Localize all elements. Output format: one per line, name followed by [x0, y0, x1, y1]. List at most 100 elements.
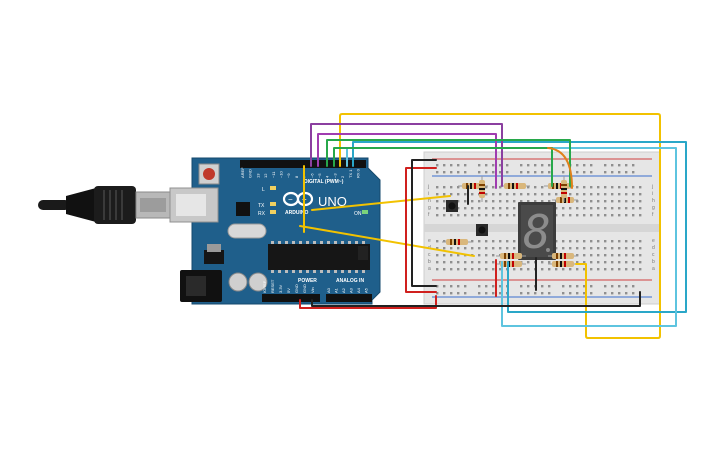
breadboard-hole	[590, 171, 593, 174]
power-jack-inner	[186, 276, 206, 296]
breadboard-hole	[492, 261, 495, 264]
breadboard-hole	[499, 186, 502, 189]
wire-yellow-loop[interactable]	[339, 113, 661, 339]
wire-green-2[interactable]	[333, 147, 553, 187]
breadboard-hole	[513, 200, 516, 203]
breadboard-hole	[639, 261, 642, 264]
resistor[interactable]	[500, 183, 530, 189]
resistor[interactable]	[561, 176, 567, 202]
breadboard-hole	[611, 247, 614, 250]
breadboard-hole	[492, 247, 495, 250]
breadboard-hole	[576, 193, 579, 196]
chip-pin	[271, 270, 274, 273]
breadboard-hole	[597, 200, 600, 203]
wire-black-top-rail[interactable]	[411, 159, 437, 287]
wire-red-top-rail[interactable]	[405, 167, 437, 293]
wire-green-1[interactable]	[326, 139, 571, 187]
wire-black-gnd[interactable]	[311, 291, 641, 307]
resistor-band	[561, 188, 567, 190]
breadboard-hole	[513, 207, 516, 210]
arduino-uno-board[interactable]: L TX RX ON − + ARDUINO UNO DIGITAL (PWM~…	[169, 157, 381, 305]
power-header-label: POWER	[298, 278, 317, 284]
icsp-header	[358, 246, 368, 260]
breadboard-hole	[527, 285, 530, 288]
row-letter: e	[428, 238, 431, 244]
voltage-regulator	[204, 250, 224, 264]
resistor[interactable]	[442, 239, 472, 245]
breadboard-hole	[625, 186, 628, 189]
logo-minus-glyph: −	[288, 195, 293, 204]
breadboard-hole	[436, 164, 439, 167]
resistor[interactable]	[552, 197, 578, 203]
row-letter: j	[651, 184, 653, 190]
breadboard-hole	[597, 261, 600, 264]
seven-segment-display[interactable]: 8	[518, 202, 556, 260]
pin-label: A0	[326, 287, 331, 293]
resistor[interactable]	[496, 253, 526, 259]
breadboard-hole	[597, 254, 600, 257]
breadboard-hole	[499, 268, 502, 271]
wire-red-power[interactable]	[299, 295, 437, 309]
wire-yellow-signal-1[interactable]	[311, 195, 451, 211]
atmega-chip	[268, 244, 370, 270]
breadboard-hole	[611, 193, 614, 196]
breadboard-hole	[548, 193, 551, 196]
wire-magenta-1[interactable]	[317, 133, 497, 189]
breadboard-hole	[541, 292, 544, 295]
breadboard-hole	[541, 171, 544, 174]
breadboard-hole	[611, 200, 614, 203]
resistor[interactable]	[479, 176, 485, 202]
breadboard-hole	[492, 186, 495, 189]
breadboard-hole	[464, 268, 467, 271]
chip-pin	[334, 270, 337, 273]
breadboard-hole	[611, 207, 614, 210]
push-button-2[interactable]	[476, 224, 488, 236]
breadboard-hole	[492, 214, 495, 217]
resistor-band	[508, 253, 510, 259]
wire-cyan-inner[interactable]	[346, 147, 677, 327]
breadboard-hole	[450, 193, 453, 196]
reset-button[interactable]	[203, 168, 215, 180]
breadboard-hole	[527, 261, 530, 264]
usb-cable[interactable]	[38, 186, 171, 224]
breadboard-hole	[464, 207, 467, 210]
resistor[interactable]	[548, 253, 578, 259]
breadboard-hole	[625, 171, 628, 174]
breadboard-hole	[611, 240, 614, 243]
resistor-band	[560, 253, 562, 259]
breadboard-hole	[639, 186, 642, 189]
resistor[interactable]	[548, 261, 578, 267]
breadboard-hole	[506, 193, 509, 196]
breadboard-hole	[576, 285, 579, 288]
wire-purple-1[interactable]	[310, 123, 503, 187]
resistor-band	[560, 197, 562, 203]
breadboard-hole	[583, 164, 586, 167]
breadboard-hole	[576, 292, 579, 295]
wire-yellow-signal-2[interactable]	[299, 225, 475, 257]
breadboard-hole	[632, 254, 635, 257]
breadboard-hole	[464, 164, 467, 167]
breadboard-hole	[450, 186, 453, 189]
resistor-band	[479, 188, 485, 190]
breadboard-hole	[457, 171, 460, 174]
row-letter: f	[428, 212, 430, 218]
breadboard-hole	[597, 214, 600, 217]
wire-orange-1[interactable]	[547, 147, 573, 189]
wire-cyan-outer[interactable]	[352, 141, 687, 313]
row-letter: c	[652, 252, 655, 258]
chip-pin	[306, 270, 309, 273]
resistor[interactable]	[496, 261, 526, 267]
resistor-band	[564, 261, 566, 267]
chip-pin	[355, 270, 358, 273]
breadboard-hole	[625, 292, 628, 295]
breadboard-hole	[632, 207, 635, 210]
breadboard-hole	[611, 164, 614, 167]
chip-pin	[285, 270, 288, 273]
breadboard-hole	[583, 193, 586, 196]
breadboard-hole	[618, 164, 621, 167]
push-button-1[interactable]	[446, 200, 458, 212]
breadboard-hole	[457, 285, 460, 288]
row-letter: i	[428, 191, 429, 197]
